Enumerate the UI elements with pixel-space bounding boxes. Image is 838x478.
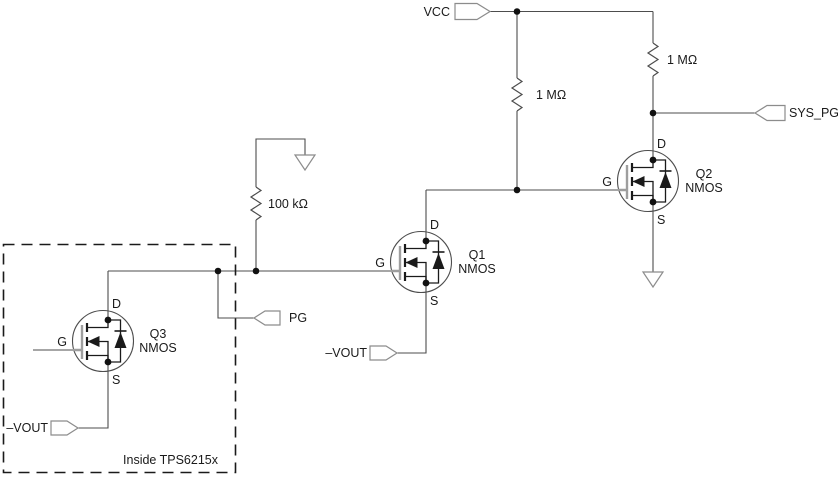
q3-name-label: Q3 [150,327,167,341]
pg-port-label: PG [289,311,307,325]
q1-type-label: NMOS [458,262,496,276]
neg-vout-q1-port-label: –VOUT [325,346,367,360]
resistors [249,42,660,221]
q1-gate-pin-label: G [375,256,385,270]
syspg-port-flag [753,104,786,122]
transistor-q2: D G S Q2 NMOS [602,137,722,227]
junction-q2gate-node [513,186,521,194]
wires [33,10,755,429]
q3-source-pin-label: S [112,373,120,387]
q2-source-pin-label: S [657,213,665,227]
junction-syspg-node [649,109,657,117]
vcc-port-flag [454,2,492,21]
q2-gate-pin-label: G [602,175,612,189]
junction-dots [214,8,657,275]
ground-icon [641,271,665,289]
vcc-port-label: VCC [424,5,450,19]
wire-q3-source-vout [78,362,109,429]
resistor-1meg-drain-pullup [646,42,660,77]
resistor-1meg-gate-pullup [510,77,524,112]
wire-q1-source-vout [397,283,427,354]
syspg-port-label: SYS_PG [789,106,838,120]
neg-vout-q3-port-flag [50,420,80,436]
port-flags [50,2,786,436]
pg-port-flag [252,310,281,326]
q3-type-label: NMOS [139,341,177,355]
neg-vout-q3-port-label: –VOUT [6,421,48,435]
nmos-q1-symbol [389,230,453,294]
q1-source-pin-label: S [430,294,438,308]
wire-pg-branch [217,271,254,319]
resistor-100k-label: 100 kΩ [268,197,308,211]
junction-r3-branch [252,267,260,275]
q1-name-label: Q1 [469,248,486,262]
resistor-100k [249,186,263,221]
resistor-1meg-gate-label: 1 MΩ [536,88,566,102]
q3-gate-pin-label: G [57,335,67,349]
junction-vcc [513,8,521,15]
transistor-q3: D G S Q3 NMOS [57,297,176,387]
nmos-q2-symbol [616,149,680,213]
resistor-1meg-drain-label: 1 MΩ [667,53,697,67]
inside-tps6215x-label: Inside TPS6215x [123,453,219,467]
junction-pg-branch [214,267,222,275]
q2-name-label: Q2 [696,167,713,181]
ground-symbols [293,154,665,289]
inside-tps6215x-boundary-box [2,243,237,474]
transistor-q1: D G S Q1 NMOS [375,218,495,308]
net-labels: VCC SYS_PG PG –VOUT –VOUT 1 MΩ 1 MΩ 100 … [6,5,838,467]
q3-drain-pin-label: D [112,297,121,311]
ground-icon [293,154,317,172]
q2-drain-pin-label: D [657,137,666,151]
q1-drain-pin-label: D [430,218,439,232]
wire-r3-top-gnd [255,138,306,187]
neg-vout-q1-port-flag [369,345,399,361]
q2-type-label: NMOS [685,181,723,195]
nmos-q3-symbol [71,309,135,373]
